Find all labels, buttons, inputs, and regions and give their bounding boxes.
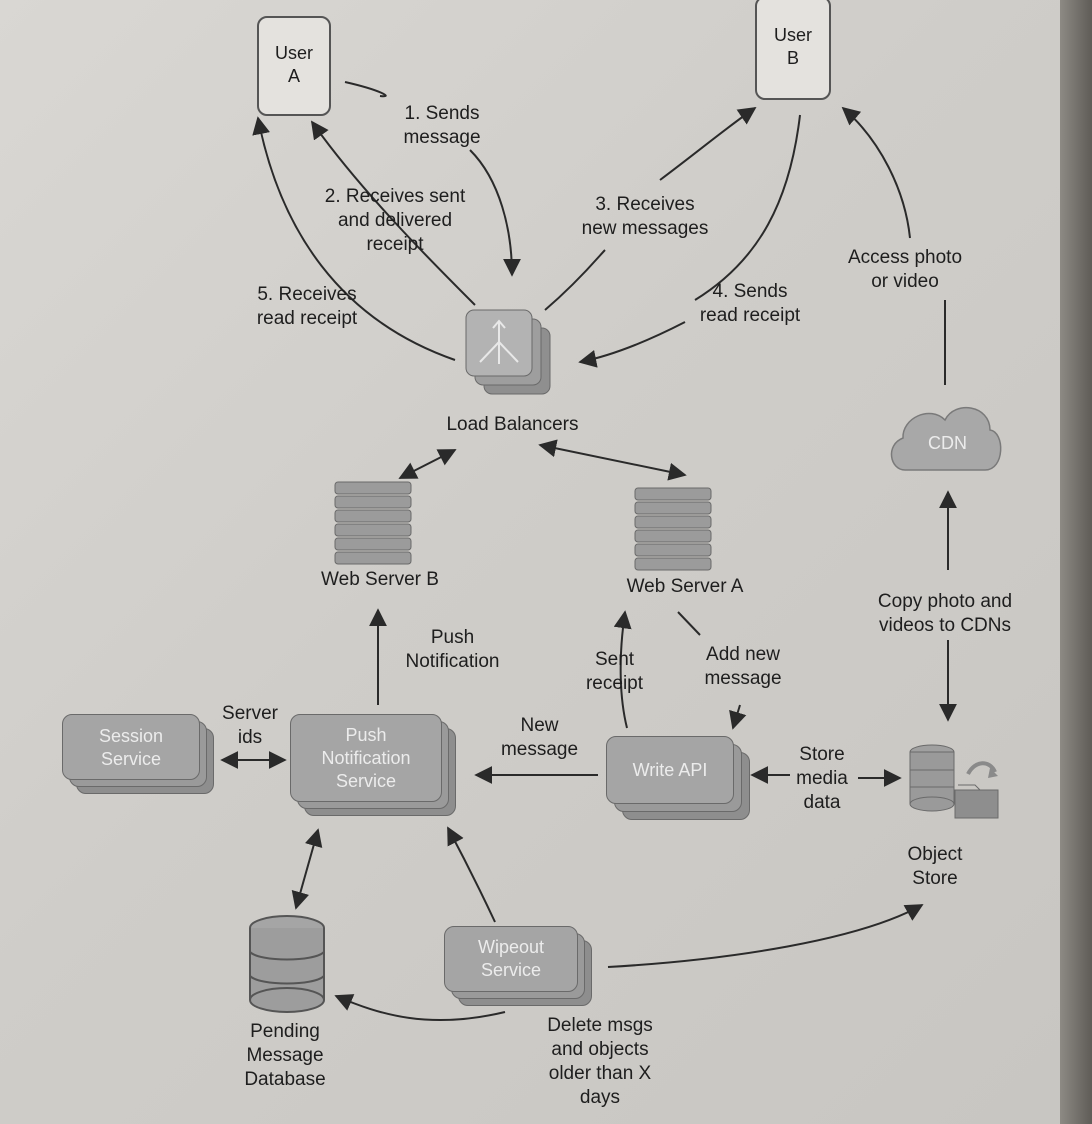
step-4-label: 4. Sends read receipt (699, 281, 801, 326)
arrow-wipeout-object-store (607, 904, 924, 968)
step-2-label: 2. Receives sent and delivered receipt (324, 186, 466, 255)
access-photo-label: Access photo or video (847, 247, 963, 292)
arrow-lb-web-a (538, 439, 687, 481)
store-media-label: Store media data (796, 744, 848, 813)
pending-database-icon (249, 915, 325, 1013)
step-1-label: 1. Sends message (403, 103, 481, 148)
wipeout-service-label: Wipeout Service (477, 937, 545, 980)
new-message-label: New message (500, 715, 579, 760)
step-5-label: 5. Receives read receipt (256, 284, 358, 329)
user-b-label: User B (773, 25, 812, 68)
arrow-push-pending (291, 828, 323, 910)
load-balancer-icon (465, 309, 551, 395)
write-api-label: Write API (632, 760, 708, 780)
user-a-device[interactable]: User A (257, 16, 331, 116)
session-service-label: Session Service (98, 726, 164, 769)
web-server-a-title: Web Server A (626, 576, 744, 597)
arrow-read-receipt-to-user-a (252, 116, 456, 361)
wipeout-service-box[interactable]: Wipeout Service (444, 926, 578, 992)
arrow-read-receipt-from-user-b (694, 114, 801, 301)
object-store-icon (909, 744, 999, 819)
line-add-message-start (677, 611, 701, 636)
sent-receipt-label: Sent receipt (585, 649, 644, 694)
push-notification-service-box[interactable]: Push Notification Service (290, 714, 442, 802)
arrow-access-photo (841, 106, 911, 239)
push-notification-service-label: Push Notification Service (321, 725, 411, 791)
web-server-b-icon (334, 481, 412, 565)
user-b-device[interactable]: User B (755, 0, 831, 100)
arrow-sends-message (344, 81, 387, 98)
cdn-cloud-icon (890, 406, 1002, 471)
user-a-label: User A (274, 43, 313, 86)
arrow-read-receipt-to-lb (578, 321, 686, 368)
arrow-add-message (729, 704, 747, 730)
add-new-message-label: Add new message (704, 644, 782, 689)
copy-cdn-label: Copy photo and videos to CDNs (877, 591, 1013, 636)
write-api-box[interactable]: Write API (606, 736, 734, 804)
web-server-b-title: Web Server B (321, 569, 439, 590)
arrow-new-messages-up (659, 106, 757, 181)
arrow-delete-pending (334, 994, 506, 1022)
arrow-wipeout-push (447, 826, 496, 923)
object-store-title: Object Store (907, 844, 963, 889)
arrow-receipt-to-user-a (310, 120, 476, 306)
push-notification-label: Push Notification (405, 627, 500, 672)
session-service-box[interactable]: Session Service (62, 714, 200, 780)
cdn-label: CDN (928, 433, 967, 453)
delete-msgs-label: Delete msgs and objects older than X day… (547, 1015, 653, 1108)
page-spine-edge (1060, 0, 1092, 1124)
step-3-label: 3. Receives new messages (581, 194, 709, 239)
pending-database-title: Pending Message Database (244, 1021, 326, 1090)
arrow-sends-message-down (469, 149, 521, 277)
arrow-lb-web-b (398, 449, 457, 479)
web-server-a-icon (634, 487, 712, 571)
arrow-sent-receipt (613, 610, 632, 729)
arrow-new-messages-to-user-b (544, 249, 606, 311)
server-ids-label: Server ids (222, 703, 278, 748)
load-balancers-title: Load Balancers (446, 414, 579, 435)
